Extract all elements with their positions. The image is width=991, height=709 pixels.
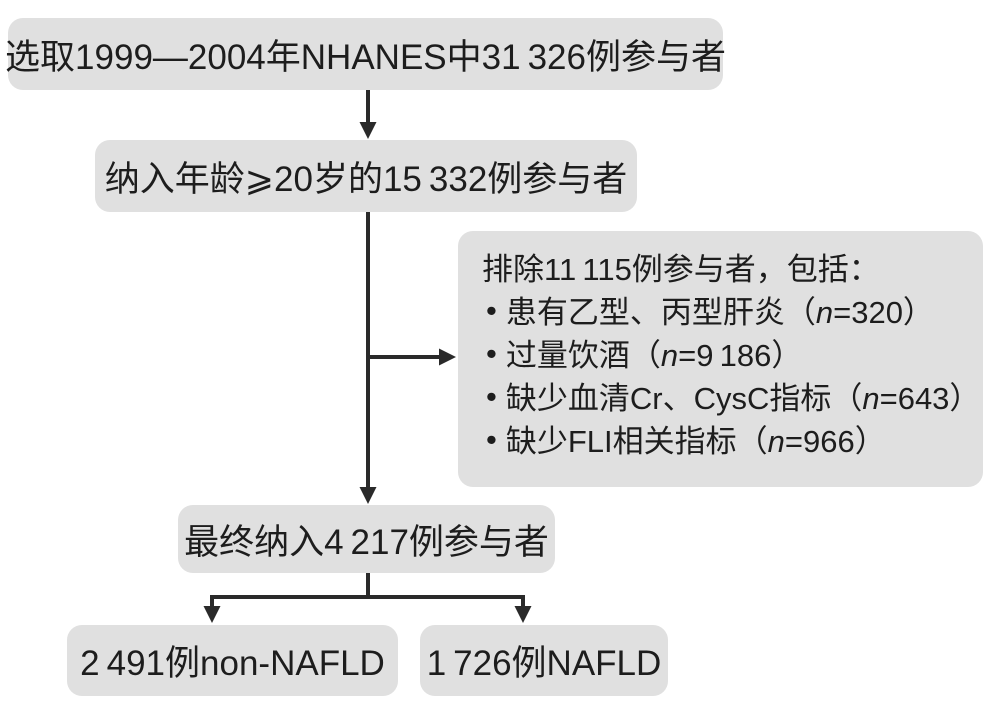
exclusion-item-text: 缺少血清Cr、CysC指标（ [505,381,863,416]
exclusion-item-count: =643） [879,381,981,416]
exclusion-item: •缺少FLI相关指标（n=966） [482,420,973,463]
arrowhead-down-icon [359,122,377,139]
box-non-nafld: 2 491例non-NAFLD [67,625,398,696]
exclusion-item: •过量饮酒（n=9 186） [482,334,973,377]
arrowhead-down-icon [514,606,532,623]
bullet-icon: • [486,379,497,414]
exclusion-item-count: =9 186） [678,338,803,373]
bullet-icon: • [486,422,497,457]
arrowhead-right-icon [439,348,456,366]
variable-n: n [767,424,785,459]
arrowhead-down-icon [203,606,221,623]
variable-n: n [660,338,679,373]
variable-n: n [862,381,880,416]
box-initial-participants: 选取1999—2004年NHANES中31 326例参与者 [5,18,726,90]
exclusion-item-text: 患有乙型、丙型肝炎（ [505,295,816,330]
exclusion-item: •缺少血清Cr、CysC指标（n=643） [482,377,980,420]
exclusion-item: •患有乙型、丙型肝炎（n=320） [482,291,973,334]
exclusion-title: 排除11 115例参与者，包括： [482,252,880,287]
box-final-included: 最终纳入4 217例参与者 [178,505,555,573]
exclusion-item-count: =320） [833,295,934,330]
arrowhead-down-icon [359,487,377,504]
variable-n: n [815,295,834,330]
box-age-filtered: 纳入年龄⩾20岁的15 332例参与者 [95,140,637,212]
box-nafld: 1 726例NAFLD [420,625,668,696]
box-exclusion: 排除11 115例参与者，包括： •患有乙型、丙型肝炎（n=320） •过量饮酒… [458,231,983,487]
exclusion-item-text: 过量饮酒（ [505,338,661,373]
bullet-icon: • [486,336,497,371]
exclusion-item-text: 缺少FLI相关指标（ [505,424,768,459]
exclusion-item-count: =966） [784,424,886,459]
bullet-icon: • [486,293,497,328]
